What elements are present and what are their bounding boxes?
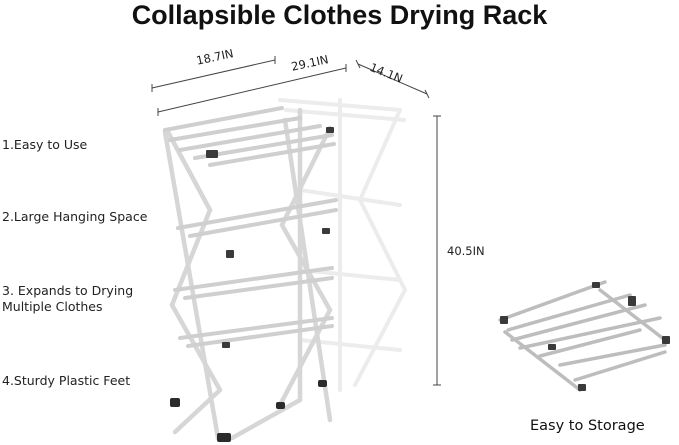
dimension-height: 40.5IN bbox=[447, 244, 485, 258]
page-title: Collapsible Clothes Drying Rack bbox=[131, 0, 548, 30]
feature-easy-to-use: 1.Easy to Use bbox=[2, 137, 88, 152]
feature-large-hanging-space: 2.Large Hanging Space bbox=[2, 209, 148, 224]
storage-caption: Easy to Storage bbox=[530, 418, 645, 434]
rack-expanded-ghost bbox=[278, 98, 407, 392]
feature-expands: 3. Expands to Drying Multiple Clothes bbox=[2, 283, 134, 314]
dimension-lines bbox=[151, 56, 441, 386]
rack-rails bbox=[163, 106, 338, 348]
rack-joints bbox=[206, 127, 334, 348]
folded-rack bbox=[498, 280, 670, 392]
feature-sturdy-feet: 4.Sturdy Plastic Feet bbox=[2, 373, 131, 388]
plastic-feet bbox=[170, 380, 327, 442]
